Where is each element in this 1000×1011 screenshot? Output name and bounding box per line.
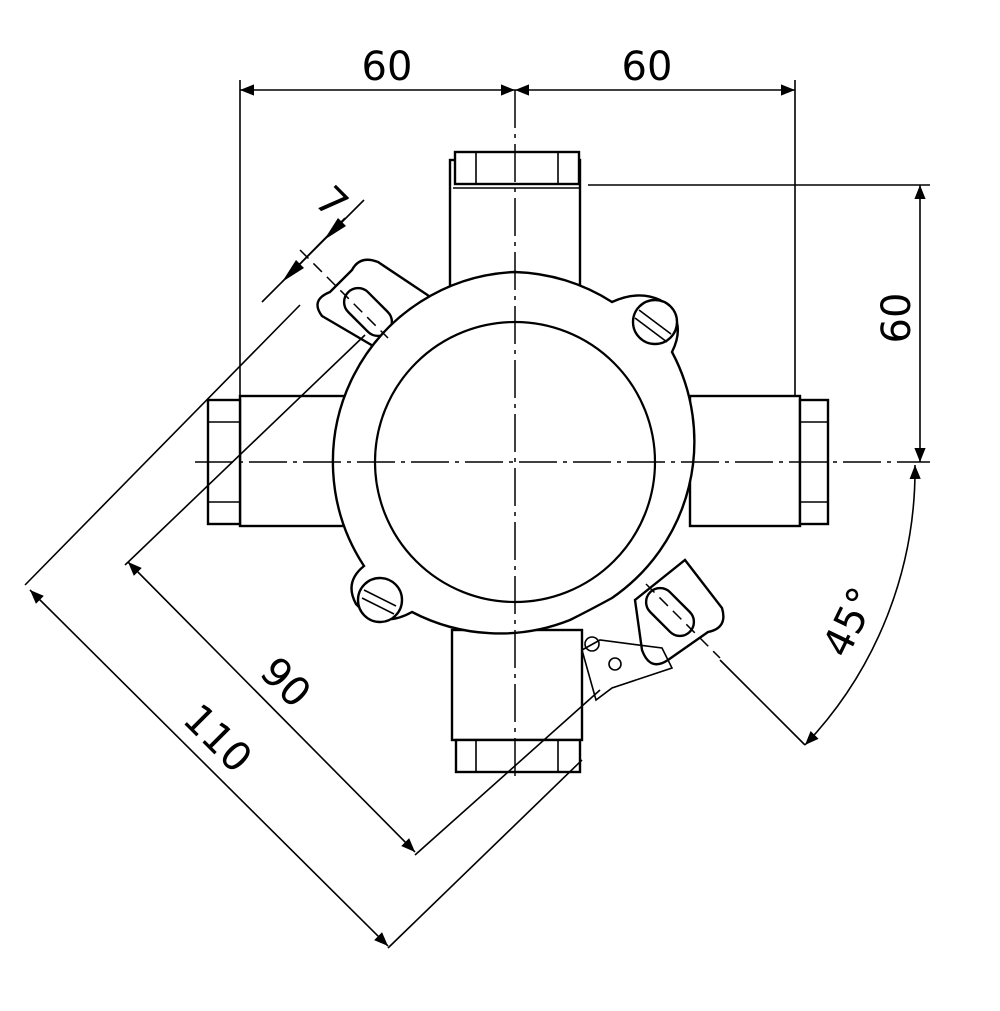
cover-screw-bottom-left [356,576,404,624]
lug-axis-upper [299,249,389,339]
dim-text-height: 60 [874,293,920,344]
left-cable-gland [206,394,352,528]
dim-arc-angle [804,464,921,746]
lug-axis-lower [645,583,721,659]
dim-text-diag-outer: 110 [174,696,261,783]
right-cable-gland [688,394,830,528]
mounting-lug-lower-right [581,558,725,702]
dim-text-angle: 45° [814,580,886,664]
cover-screw-top-right [631,298,679,346]
extension-lines [24,80,930,949]
mounting-lug-upper-left [316,258,434,352]
dim-line-diag-outer [29,589,389,947]
dim-text-diag-inner: 90 [251,649,320,718]
dim-text-width-left: 60 [362,44,413,90]
dim-text-width-right: 60 [622,44,673,90]
bottom-cable-gland [450,628,584,774]
dim-text-slot: 7 [306,178,357,229]
slot-arrow-upper [324,218,346,240]
slot-arrow-lower [282,260,304,282]
